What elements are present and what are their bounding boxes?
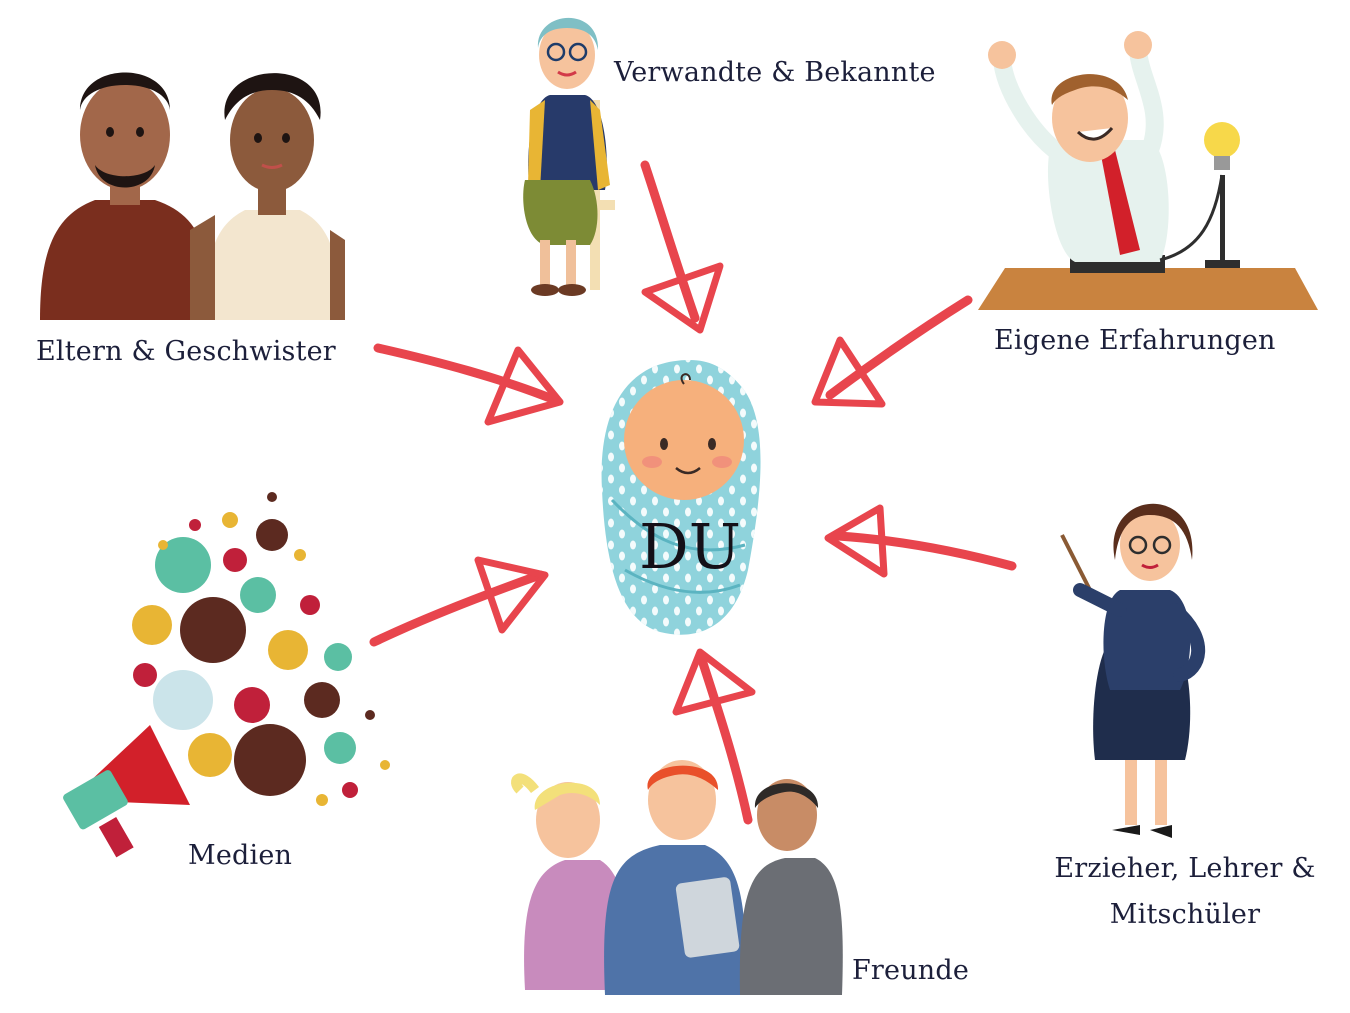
arrow-from-eltern bbox=[373, 343, 564, 426]
arrow-from-medien bbox=[369, 556, 549, 647]
label-erzieher: Erzieher, Lehrer & Mitschüler bbox=[1040, 846, 1330, 938]
baby-face bbox=[624, 380, 744, 500]
label-medien: Medien bbox=[188, 840, 293, 871]
arrow-from-erfahrungen bbox=[811, 295, 973, 408]
arrow-from-freunde bbox=[672, 648, 756, 825]
teacher-illustration bbox=[1060, 503, 1206, 838]
label-eigene-erfahrungen: Eigene Erfahrungen bbox=[994, 325, 1276, 356]
label-eltern-geschwister: Eltern & Geschwister bbox=[36, 336, 336, 367]
arrow-from-verwandte bbox=[640, 160, 724, 334]
label-verwandte-bekannte: Verwandte & Bekannte bbox=[614, 57, 936, 88]
arrows bbox=[369, 160, 1017, 825]
inventor-illustration bbox=[978, 31, 1318, 310]
friends-illustration bbox=[511, 760, 843, 995]
label-erzieher-line2: Mitschüler bbox=[1109, 899, 1261, 930]
label-freunde: Freunde bbox=[852, 955, 970, 986]
arrow-from-erzieher bbox=[824, 504, 1017, 578]
parents-illustration bbox=[40, 72, 345, 320]
media-illustration bbox=[63, 492, 390, 858]
center-label-du: DU bbox=[639, 510, 741, 583]
grandma-illustration bbox=[523, 17, 615, 296]
label-erzieher-line1: Erzieher, Lehrer & bbox=[1054, 853, 1316, 884]
baby-illustration bbox=[601, 360, 761, 635]
